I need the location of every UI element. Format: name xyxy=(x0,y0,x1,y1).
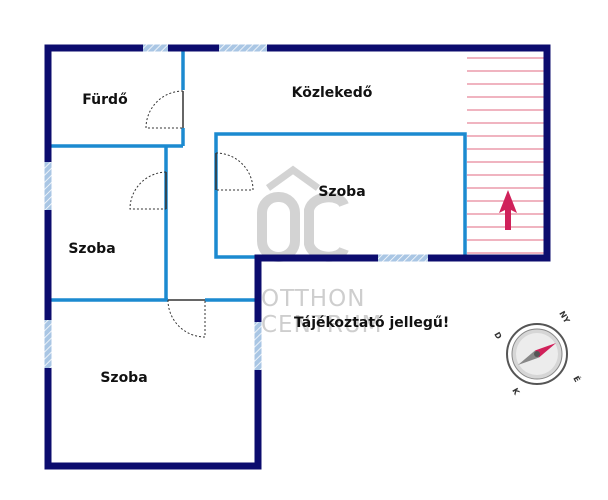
compass-needle-north xyxy=(535,343,557,358)
room-label-hallway: Közlekedő xyxy=(291,85,373,101)
window-hallway xyxy=(219,44,267,52)
window-bathroom xyxy=(143,44,168,52)
watermark-logo-o xyxy=(257,192,300,262)
room-label-left: Szoba xyxy=(68,241,116,257)
room-label-center: Szoba xyxy=(318,184,366,200)
disclaimer-notice: Tájékoztató jellegű! xyxy=(294,315,450,331)
compass-needle-south xyxy=(517,350,539,365)
window-left-room xyxy=(44,162,52,210)
door-left-room xyxy=(129,171,167,210)
watermark-house-roof xyxy=(265,165,321,191)
window-bottom-room-right xyxy=(254,322,262,370)
compass-label-k: K xyxy=(510,387,521,398)
stairs-up-arrow-icon xyxy=(499,190,517,230)
compass-label-e: É xyxy=(571,374,583,384)
windows xyxy=(44,44,428,370)
compass-label-d: D xyxy=(492,331,503,342)
door-center-room xyxy=(215,152,254,191)
watermark-logo-c xyxy=(304,192,349,262)
watermark-line2: CENTRUM xyxy=(261,312,383,338)
room-label-bathroom: Fürdő xyxy=(82,92,128,108)
room-label-bottom: Szoba xyxy=(100,370,148,386)
window-center-room xyxy=(378,254,428,262)
doors xyxy=(129,90,254,338)
compass-icon: NY D É K xyxy=(492,310,583,398)
door-bathroom xyxy=(145,90,184,129)
compass-label-ny: NY xyxy=(557,310,571,325)
door-bottom-room xyxy=(167,299,206,338)
watermark-line1: OTTHON xyxy=(261,286,365,312)
window-bottom-room-left xyxy=(44,320,52,368)
exterior-walls xyxy=(44,44,551,470)
